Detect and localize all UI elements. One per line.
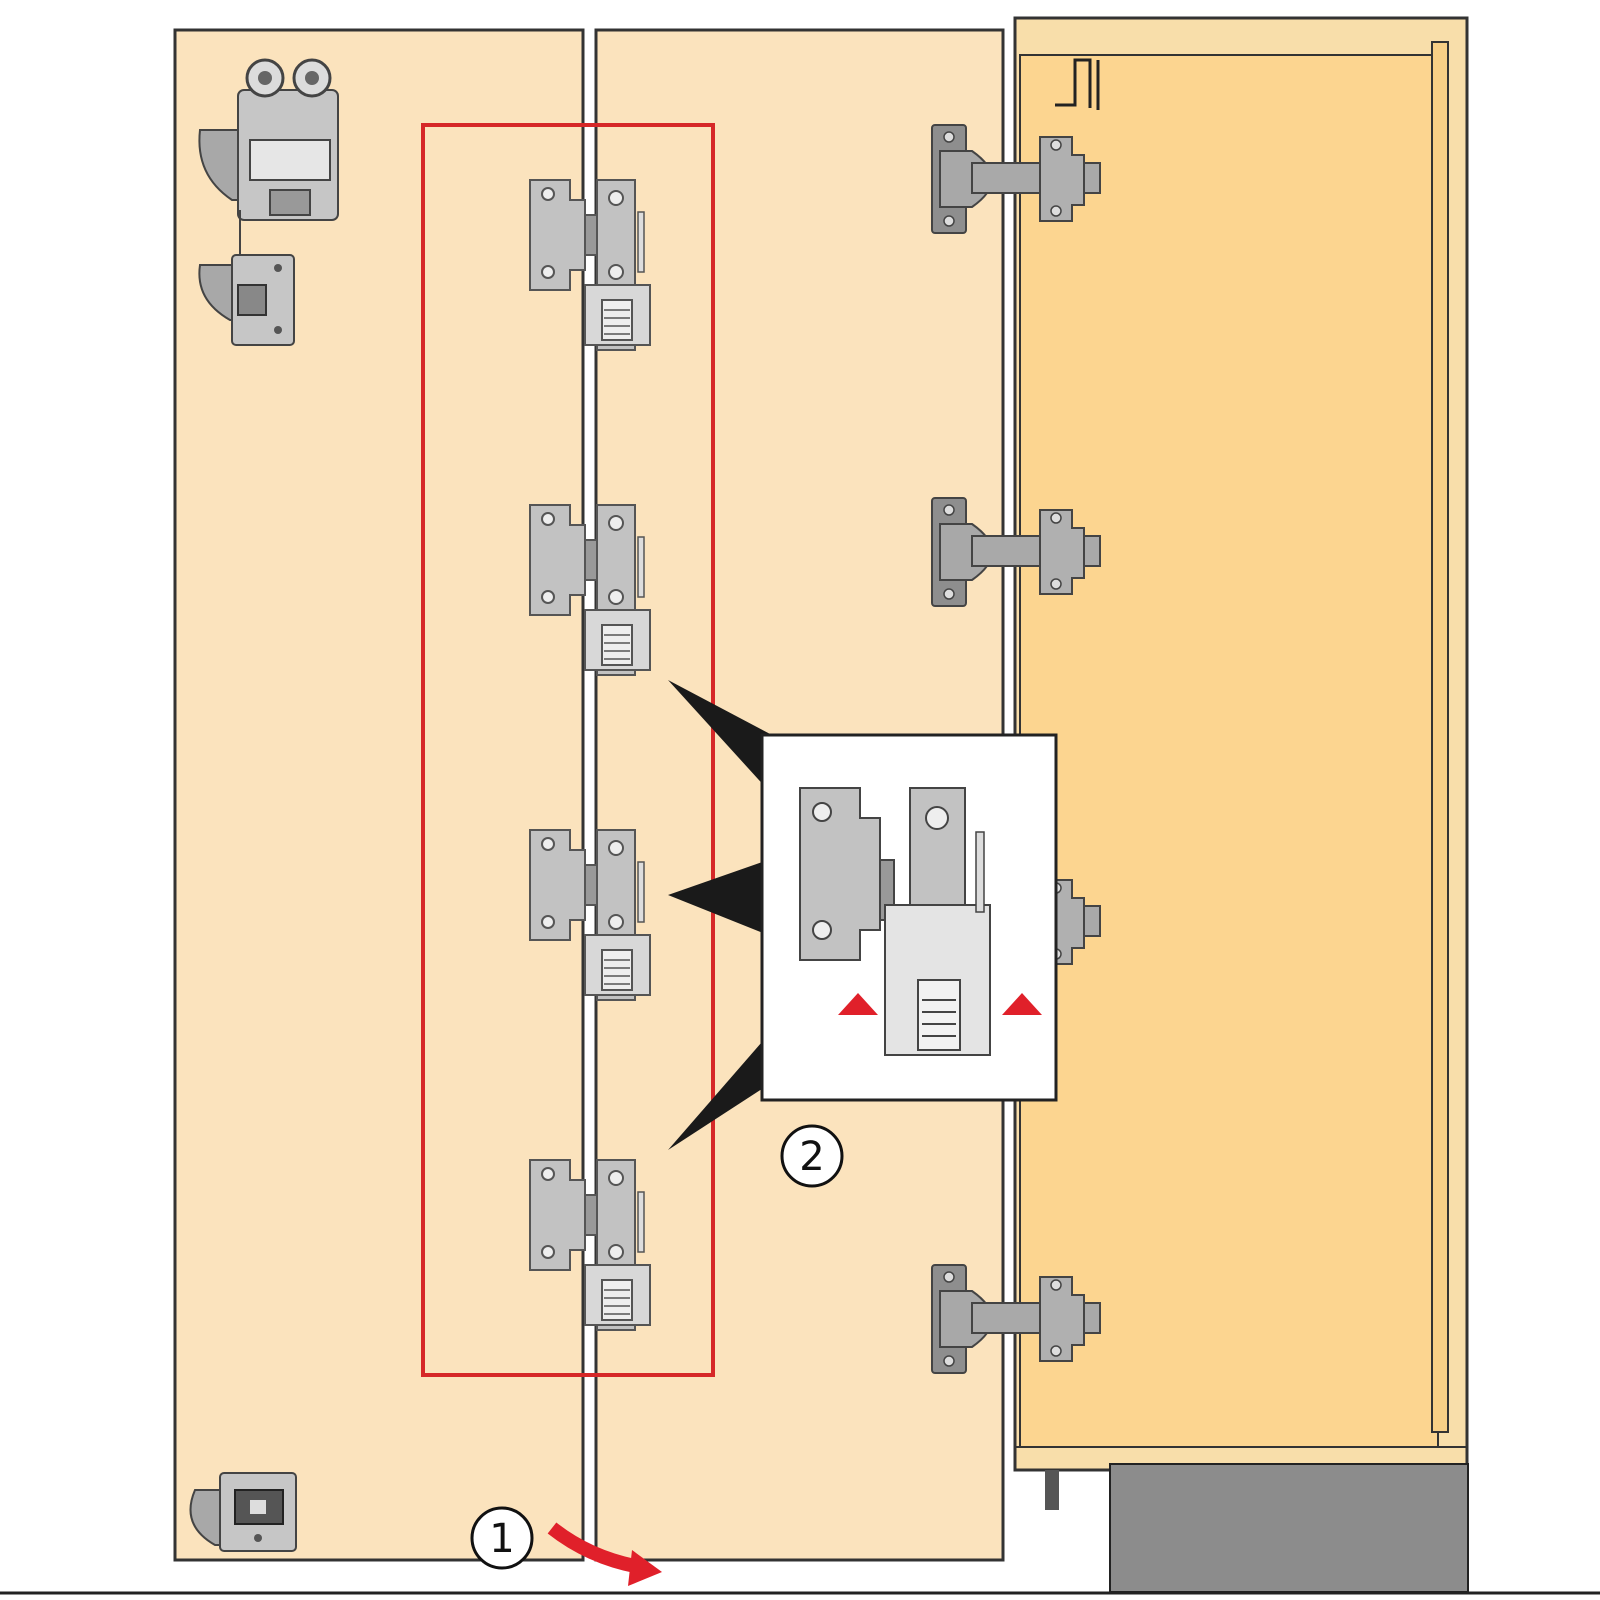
triangle-marker-icon — [1002, 993, 1042, 1015]
plinth — [1045, 1463, 1469, 1593]
callout-2: 2 — [780, 1124, 844, 1188]
roller-carriage-icon — [198, 58, 339, 346]
triangle-marker-icon — [838, 993, 878, 1015]
fold-direction-arrow-icon — [547, 1522, 662, 1586]
detail-pointer — [668, 680, 772, 1150]
callout-1-label: 1 — [489, 1516, 514, 1562]
cabinet-body — [1013, 16, 1469, 1472]
detail-inset — [760, 733, 1058, 1102]
hinge-highlight-frame — [421, 123, 715, 1377]
bottom-guide-icon — [189, 1472, 297, 1552]
callout-1: 1 — [470, 1506, 534, 1570]
callout-2-label: 2 — [799, 1134, 824, 1180]
